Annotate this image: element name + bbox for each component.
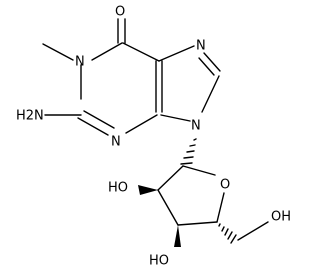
atom-label-n9: N [191,119,201,134]
bond-c3prime-c4prime [177,221,218,226]
bond-oring-c1prime [182,165,216,176]
atom-label-hydroxyl-c2prime: HO [108,181,128,196]
atom-label-hydroxyl-c3prime: HO [149,254,169,269]
atom-label-n1: N [75,55,85,70]
bond-n9-c4 [160,114,191,122]
bond-c5-c6 [122,42,160,62]
bond-c2-n3-double-b [77,117,109,136]
bond-n7-c8-double-b [198,57,215,76]
bond-n3-c4 [125,114,158,134]
atom-label-n3: N [111,135,121,150]
hashed-bond-c4prime-c5prime-d [227,231,233,240]
bond-n7-c8-double-a [203,52,221,72]
hashed-bond-n9-c1prime-c [186,150,195,153]
bond-c8-n9 [201,75,220,113]
bond-n1-methyl [42,43,74,61]
hashed-bond-c4prime-c5prime-a [218,223,221,227]
atom-label-carbonyl-oxygen: O [115,5,125,20]
bond-c1prime-c2prime [157,165,184,191]
hashed-bond-n9-c1prime-a [193,138,197,141]
atom-label-n7: N [196,39,206,54]
bond-c2prime-c3prime [157,189,179,226]
atom-label-group: O N N N N H2N O HO HO OH [16,5,291,269]
molecule-structure-diagram: O N N N N H2N O HO HO OH [16,5,291,269]
wedge-c2prime-oh [138,185,158,195]
atom-label-amino-group: H2N [16,109,44,124]
hashed-bond-n9-c1prime-b [189,144,196,147]
wedge-c3prime-oh [174,225,181,247]
atom-label-hydroxyl-c5prime: OH [271,210,291,225]
hashed-bond-c4prime-c5prime-c [224,228,229,236]
atom-label-ring-oxygen: O [220,178,230,193]
bond-c4prime-oring [216,192,225,223]
bond-c2-n3-double-a [83,110,115,129]
hashed-bond-c4prime-c5prime-e [230,234,237,244]
bond-group [42,18,269,241]
hashed-bond-n9-c1prime-d [183,156,194,159]
hashed-bond-n9-c1prime-e [180,162,193,165]
hashed-bond-c4prime-c5prime-b [221,226,225,232]
bond-c5-n7 [158,45,195,62]
bond-c6-n1 [91,42,123,61]
stereo-group [138,138,237,247]
bond-c5prime-oh [237,221,269,241]
